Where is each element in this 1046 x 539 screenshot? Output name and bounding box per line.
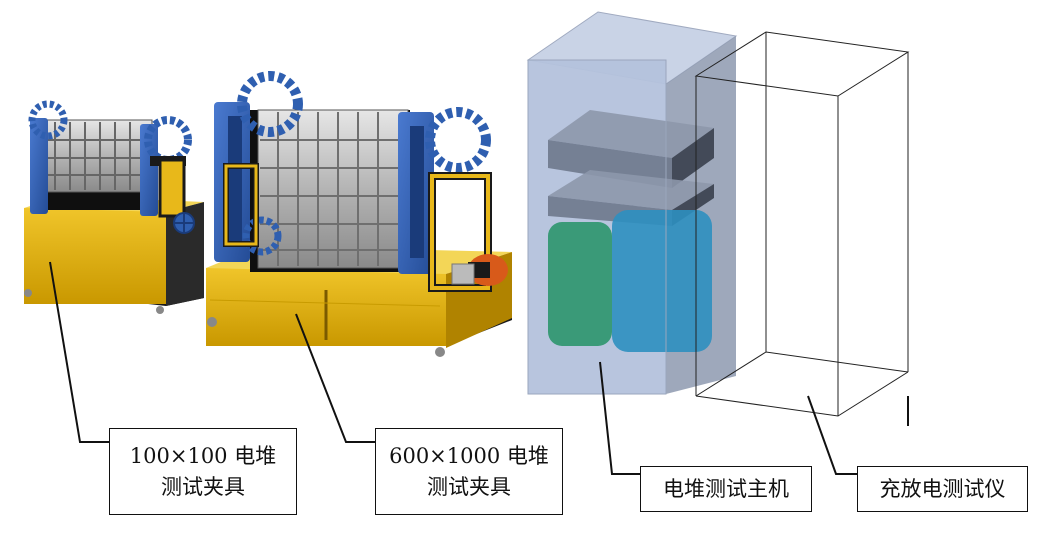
- leader-tester: [807, 395, 857, 475]
- charge-discharge-tester: [694, 31, 910, 417]
- leader-lines: [49, 261, 909, 475]
- label-large-fixture-line1: 600×1000 电堆: [389, 444, 549, 469]
- label-small-fixture-line1: 100×100 电堆: [129, 444, 277, 469]
- label-large-fixture: 600×1000 电堆 测试夹具: [375, 428, 563, 515]
- label-small-fixture-line2: 测试夹具: [161, 474, 245, 499]
- label-tester-line1: 充放电测试仪: [879, 476, 1006, 501]
- large-fixture: [206, 71, 512, 357]
- label-large-fixture-line2: 测试夹具: [427, 474, 511, 499]
- leader-small-fixture: [49, 261, 109, 443]
- leader-large-fixture: [295, 313, 375, 443]
- label-small-fixture: 100×100 电堆 测试夹具: [109, 428, 297, 515]
- label-test-host: 电堆测试主机: [640, 466, 812, 512]
- label-tester: 充放电测试仪: [857, 466, 1028, 512]
- label-test-host-line1: 电堆测试主机: [663, 476, 789, 501]
- small-fixture: [24, 100, 204, 314]
- test-host-cabinet: [526, 11, 738, 395]
- leader-host: [599, 361, 640, 475]
